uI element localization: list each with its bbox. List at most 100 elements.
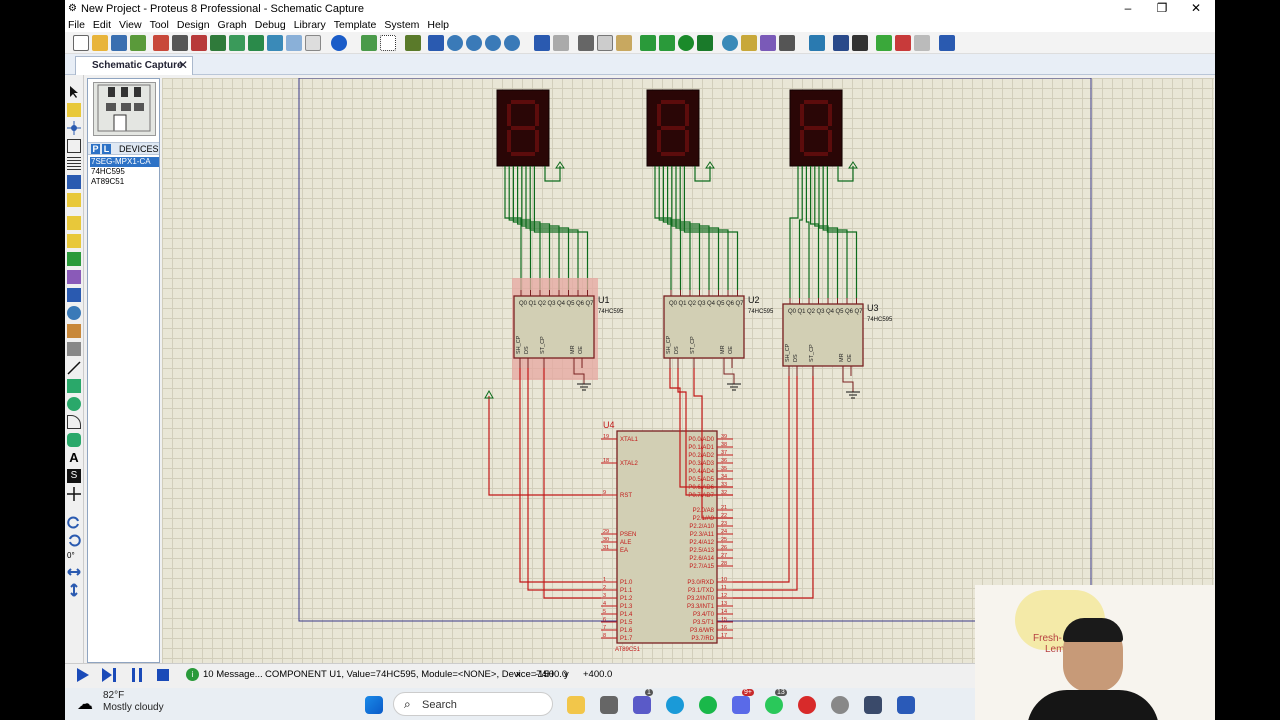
flip-vertical-icon[interactable] xyxy=(67,583,81,597)
overview-preview[interactable] xyxy=(93,82,156,136)
menu-template[interactable]: Template xyxy=(333,18,377,31)
pan-icon[interactable] xyxy=(428,35,444,51)
minimize-button[interactable]: – xyxy=(1124,1,1132,15)
rotate-anticlockwise-icon[interactable] xyxy=(67,533,81,547)
wire-autorouter-icon[interactable] xyxy=(809,35,825,51)
terminals-icon[interactable] xyxy=(67,216,81,230)
menu-graph[interactable]: Graph xyxy=(217,18,247,31)
3d-view-icon[interactable] xyxy=(210,35,226,51)
undo-icon[interactable] xyxy=(534,35,550,51)
rotation-angle[interactable]: 0° xyxy=(67,551,75,560)
make-device-icon[interactable] xyxy=(741,35,757,51)
bom-icon[interactable] xyxy=(267,35,283,51)
close-tab-icon[interactable]: ✕ xyxy=(177,58,188,72)
menu-design[interactable]: Design xyxy=(176,18,210,31)
teams-icon[interactable] xyxy=(633,696,651,714)
subcircuit-icon[interactable] xyxy=(67,193,81,207)
menu-system[interactable]: System xyxy=(384,18,420,31)
origin-icon[interactable] xyxy=(405,35,421,51)
buses-icon[interactable] xyxy=(67,175,81,189)
property-tool-icon[interactable] xyxy=(852,35,868,51)
home-icon[interactable] xyxy=(153,35,169,51)
messages-count[interactable]: 10 Message... xyxy=(203,669,263,680)
play-button[interactable] xyxy=(75,667,91,686)
chrome-icon[interactable] xyxy=(831,696,849,714)
schematic-icon[interactable] xyxy=(172,35,188,51)
zoom-area-icon[interactable] xyxy=(504,35,520,51)
zoom-all-icon[interactable] xyxy=(485,35,501,51)
new-sheet-icon[interactable] xyxy=(876,35,892,51)
path-icon[interactable] xyxy=(67,433,81,447)
tab-schematic-capture[interactable]: Schematic Capture ✕ xyxy=(75,56,193,75)
step-button[interactable] xyxy=(101,667,117,686)
device-item[interactable]: AT89C51 xyxy=(91,177,125,186)
wire-label-icon[interactable] xyxy=(67,139,81,153)
opera-icon[interactable] xyxy=(798,696,816,714)
cut-icon[interactable] xyxy=(578,35,594,51)
graph-icon[interactable] xyxy=(67,252,81,266)
generator-icon[interactable] xyxy=(67,288,81,302)
line-icon[interactable] xyxy=(67,361,81,375)
notes-icon[interactable] xyxy=(305,35,321,51)
mode-l-button[interactable]: L xyxy=(102,144,111,154)
new-file-icon[interactable] xyxy=(73,35,89,51)
pick-parts-icon[interactable] xyxy=(722,35,738,51)
rotate-clockwise-icon[interactable] xyxy=(67,515,81,529)
menu-tool[interactable]: Tool xyxy=(149,18,169,31)
menu-debug[interactable]: Debug xyxy=(254,18,286,31)
grid-icon[interactable] xyxy=(380,35,396,51)
netlist-icon[interactable] xyxy=(939,35,955,51)
save-icon[interactable] xyxy=(111,35,127,51)
arc-icon[interactable] xyxy=(67,415,81,429)
block-copy-icon[interactable] xyxy=(640,35,656,51)
flip-horizontal-icon[interactable] xyxy=(67,565,81,579)
task-view-icon[interactable] xyxy=(600,696,618,714)
weather-temp[interactable]: 82°F xyxy=(103,690,125,701)
block-move-icon[interactable] xyxy=(659,35,675,51)
marker-icon[interactable] xyxy=(67,487,81,501)
spotify-icon[interactable] xyxy=(699,696,717,714)
redo-icon[interactable] xyxy=(553,35,569,51)
voltage-probe-icon[interactable] xyxy=(67,306,81,320)
weather-status[interactable]: Mostly cloudy xyxy=(103,702,164,713)
maximize-button[interactable]: ❐ xyxy=(1156,1,1168,15)
box-icon[interactable] xyxy=(67,379,81,393)
tape-recorder-icon[interactable] xyxy=(67,270,81,284)
start-icon[interactable] xyxy=(365,696,383,714)
mode-p-button[interactable]: P xyxy=(91,144,100,154)
packaging-icon[interactable] xyxy=(760,35,776,51)
menu-view[interactable]: View xyxy=(119,18,142,31)
open-folder-icon[interactable] xyxy=(92,35,108,51)
help-icon[interactable] xyxy=(331,35,347,51)
search-tag-icon[interactable] xyxy=(833,35,849,51)
design-explorer-icon[interactable] xyxy=(248,35,264,51)
block-delete-icon[interactable] xyxy=(697,35,713,51)
exit-to-parent-icon[interactable] xyxy=(914,35,930,51)
gerber-icon[interactable] xyxy=(229,35,245,51)
paste-icon[interactable] xyxy=(616,35,632,51)
pause-button[interactable] xyxy=(129,667,145,686)
device-item[interactable]: 7SEG-MPX1-CA xyxy=(90,157,159,167)
menu-edit[interactable]: Edit xyxy=(92,18,112,31)
file-explorer-icon[interactable] xyxy=(567,696,585,714)
messages-icon[interactable]: i xyxy=(186,668,199,681)
block-rotate-icon[interactable] xyxy=(678,35,694,51)
menu-help[interactable]: Help xyxy=(427,18,450,31)
pcb-icon[interactable] xyxy=(191,35,207,51)
zoom-out-icon[interactable] xyxy=(466,35,482,51)
taskbar-search[interactable]: ⌕ Search xyxy=(393,692,553,716)
word-icon[interactable] xyxy=(897,696,915,714)
import-icon[interactable] xyxy=(130,35,146,51)
virtual-instruments-icon[interactable] xyxy=(67,342,81,356)
vsm-studio-icon[interactable] xyxy=(286,35,302,51)
discord-icon[interactable] xyxy=(732,696,750,714)
close-window-button[interactable]: ✕ xyxy=(1190,1,1202,15)
proteus-taskbar-icon[interactable] xyxy=(864,696,882,714)
selection-mode-icon[interactable] xyxy=(67,85,81,99)
device-item[interactable]: 74HC595 xyxy=(91,167,125,176)
edge-icon[interactable] xyxy=(666,696,684,714)
text-script-icon[interactable] xyxy=(67,157,81,171)
menu-file[interactable]: File xyxy=(68,18,85,31)
symbol-icon[interactable]: S xyxy=(67,469,81,483)
